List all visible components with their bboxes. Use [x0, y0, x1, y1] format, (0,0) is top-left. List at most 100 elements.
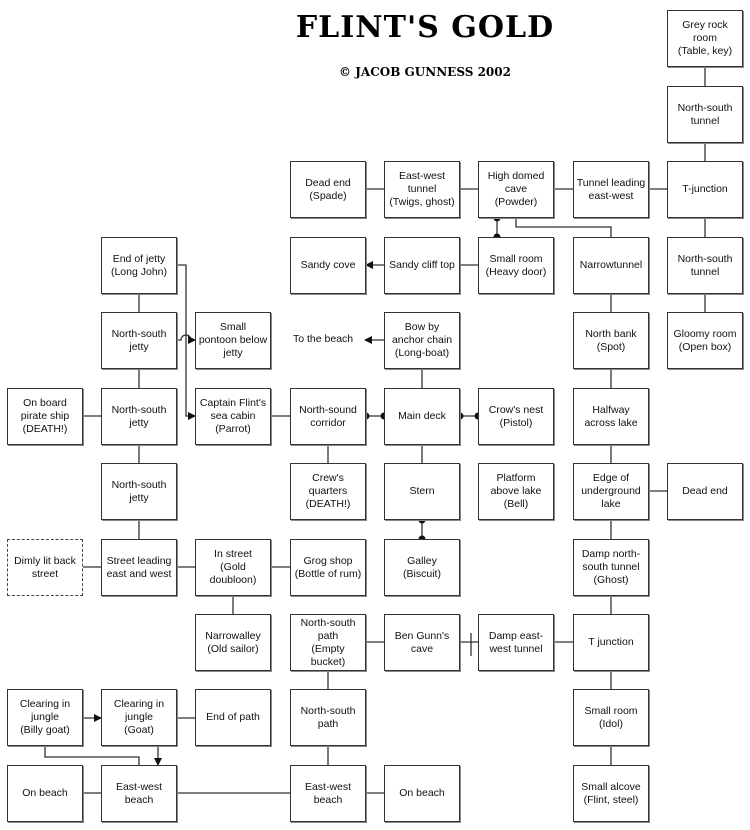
room-on-beach-e: On beach	[384, 765, 460, 822]
room-label: North-south jetty	[111, 403, 167, 429]
room-ns-path-bucket: North-south path (Empty bucket)	[290, 614, 366, 671]
room-label: On beach	[22, 787, 68, 799]
room-label: North-south jetty	[111, 478, 167, 504]
room-small-alcove: Small alcove (Flint, steel)	[573, 765, 649, 822]
room-damp-ew-tunnel: Damp east- west tunnel	[478, 614, 554, 671]
room-label: Clearing in jungle (Goat)	[113, 698, 165, 736]
room-ns-tunnel-1: North-south tunnel	[667, 86, 743, 143]
room-label: North-south jetty	[111, 327, 167, 353]
room-small-pontoon: Small pontoon below jetty	[195, 312, 271, 369]
room-t-junction-top: T-junction	[667, 161, 743, 218]
room-crews-quarters: Crew's quarters (DEATH!)	[290, 463, 366, 520]
room-back-street: Dimly lit back street	[7, 539, 83, 596]
room-label: Sandy cliff top	[389, 259, 455, 271]
room-label: Edge of underground lake	[581, 472, 641, 510]
room-label: Small room (Heavy door)	[485, 252, 547, 278]
room-label: North-south path	[300, 704, 356, 730]
room-label: T junction	[588, 636, 634, 648]
room-small-room-idol: Small room (Idol)	[573, 689, 649, 746]
room-label: Street leading east and west	[106, 554, 172, 580]
room-label: Grey rock room (Table, key)	[677, 19, 733, 57]
room-bow: Bow by anchor chain (Long-boat)	[384, 312, 460, 369]
room-north-bank: North bank (Spot)	[573, 312, 649, 369]
room-grog-shop: Grog shop (Bottle of rum)	[290, 539, 366, 596]
room-label: Tunnel leading east-west	[576, 176, 646, 202]
room-main-deck: Main deck	[384, 388, 460, 445]
room-label: North-sound corridor	[299, 403, 357, 429]
room-label: Halfway across lake	[584, 403, 638, 429]
room-sea-cabin: Captain Flint's sea cabin (Parrot)	[195, 388, 271, 445]
room-label: Ben Gunn's cave	[394, 629, 450, 655]
room-label: On beach	[399, 787, 445, 799]
room-halfway-lake: Halfway across lake	[573, 388, 649, 445]
room-label: Sandy cove	[300, 259, 356, 271]
room-end-of-path: End of path	[195, 689, 271, 746]
room-clearing-goat: Clearing in jungle (Goat)	[101, 689, 177, 746]
room-label: East-west tunnel (Twigs, ghost)	[389, 170, 455, 208]
room-label: Small room (Idol)	[584, 704, 638, 730]
room-label: Captain Flint's sea cabin (Parrot)	[199, 397, 267, 435]
room-sandy-cove: Sandy cove	[290, 237, 366, 294]
room-ns-corridor: North-sound corridor	[290, 388, 366, 445]
room-damp-ns-tunnel: Damp north- south tunnel (Ghost)	[573, 539, 649, 596]
room-label: On board pirate ship (DEATH!)	[20, 397, 70, 435]
to-beach-label: To the beach	[293, 333, 354, 345]
room-ns-jetty-2: North-south jetty	[101, 388, 177, 445]
room-ns-jetty-1: North-south jetty	[101, 312, 177, 369]
room-high-domed-cave: High domed cave (Powder)	[478, 161, 554, 218]
room-narrow-alley: Narrowalley (Old sailor)	[195, 614, 271, 671]
room-label: Grog shop (Bottle of rum)	[294, 554, 362, 580]
link	[44, 746, 140, 765]
room-ew-beach-2: East-west beach	[290, 765, 366, 822]
room-narrow-tunnel: Narrowtunnel	[573, 237, 649, 294]
room-dead-end-lake: Dead end	[667, 463, 743, 520]
room-grey-rock-room: Grey rock room (Table, key)	[667, 10, 743, 67]
room-ns-jetty-3: North-south jetty	[101, 463, 177, 520]
room-label: North-south path (Empty bucket)	[300, 616, 356, 668]
room-label: North bank (Spot)	[585, 327, 637, 353]
room-label: Crow's nest (Pistol)	[488, 403, 544, 429]
room-label: Damp north- south tunnel (Ghost)	[581, 548, 641, 586]
room-label: Gloomy room (Open box)	[673, 327, 737, 353]
room-clearing-billy: Clearing in jungle (Billy goat)	[7, 689, 83, 746]
room-ew-tunnel: East-west tunnel (Twigs, ghost)	[384, 161, 460, 218]
room-label: East-west beach	[304, 780, 352, 806]
room-pirate-ship: On board pirate ship (DEATH!)	[7, 388, 83, 445]
room-label: Small alcove (Flint, steel)	[581, 780, 641, 806]
room-dead-end-spade: Dead end (Spade)	[290, 161, 366, 218]
room-platform-lake: Platform above lake (Bell)	[478, 463, 554, 520]
room-label: High domed cave (Powder)	[487, 170, 545, 208]
room-label: Dead end (Spade)	[305, 176, 351, 202]
room-label: T-junction	[682, 183, 728, 195]
room-in-street: In street (Gold doubloon)	[195, 539, 271, 596]
room-end-of-jetty: End of jetty (Long John)	[101, 237, 177, 294]
room-label: Stern	[409, 485, 435, 497]
room-label: Narrowtunnel	[579, 259, 643, 271]
room-edge-lake: Edge of underground lake	[573, 463, 649, 520]
room-label: Galley (Biscuit)	[403, 554, 441, 580]
link	[515, 218, 612, 237]
link	[177, 334, 196, 344]
room-sandy-cliff-top: Sandy cliff top	[384, 237, 460, 294]
copyright-notice: © JACOB GUNNESS 2002	[339, 65, 511, 79]
room-gloomy-room: Gloomy room (Open box)	[667, 312, 743, 369]
room-label: East-west beach	[115, 780, 163, 806]
room-label: North-south tunnel	[677, 252, 733, 278]
room-label: Clearing in jungle (Billy goat)	[19, 698, 71, 736]
room-crows-nest: Crow's nest (Pistol)	[478, 388, 554, 445]
diagram-title: FLINT'S GOLD	[295, 10, 555, 45]
room-label: Dead end	[682, 485, 728, 497]
room-ns-tunnel-2: North-south tunnel	[667, 237, 743, 294]
room-ew-beach-1: East-west beach	[101, 765, 177, 822]
room-galley: Galley (Biscuit)	[384, 539, 460, 596]
room-ben-gunn-cave: Ben Gunn's cave	[384, 614, 460, 671]
room-street-ew: Street leading east and west	[101, 539, 177, 596]
room-label: Bow by anchor chain (Long-boat)	[391, 321, 453, 359]
room-tunnel-east-west: Tunnel leading east-west	[573, 161, 649, 218]
room-label: Main deck	[398, 410, 446, 422]
room-label: Dimly lit back street	[14, 554, 76, 580]
link	[177, 264, 196, 420]
room-label: Platform above lake (Bell)	[490, 472, 542, 510]
room-ns-path: North-south path	[290, 689, 366, 746]
